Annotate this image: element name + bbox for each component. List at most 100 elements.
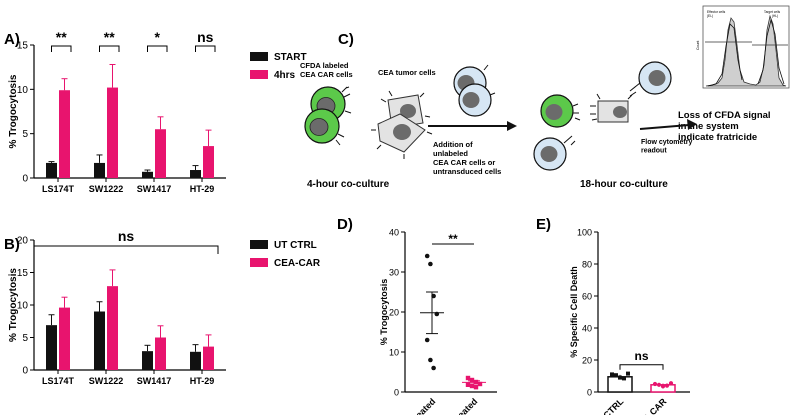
data-point <box>477 381 483 387</box>
data-point <box>622 376 626 381</box>
car-receptors <box>335 86 352 146</box>
data-point <box>424 337 430 343</box>
car-cell-2 <box>304 108 340 144</box>
target-cells-sub: (HL) <box>772 14 778 18</box>
data-point <box>428 261 433 267</box>
panel-label-e: E) <box>536 216 551 233</box>
x-tick-label: SW1417 <box>137 184 172 194</box>
x-tick-label: Treated <box>450 396 480 415</box>
significance-label: ** <box>448 232 458 246</box>
y-axis-label: % Trogocytosis <box>8 74 19 148</box>
y-tick-label: 100 <box>577 228 592 238</box>
data-point <box>473 385 479 390</box>
data-point <box>473 379 479 385</box>
legend-label: START <box>274 52 307 63</box>
y-tick-label: 15 <box>17 268 29 279</box>
x-tick-label: SW1417 <box>137 376 172 386</box>
x-tick-label: Untreated <box>401 396 438 415</box>
arrow-shaft-2 <box>639 124 690 130</box>
bar <box>203 146 214 178</box>
significance-bracket <box>33 245 219 254</box>
coculture-4h-label: 4-hour co-culture <box>307 179 390 190</box>
panel-label-a: A) <box>4 31 20 48</box>
bar <box>107 87 118 178</box>
significance-bracket <box>195 45 216 52</box>
y-tick-label: 10 <box>17 85 29 96</box>
data-point <box>614 373 618 378</box>
bar <box>46 325 57 370</box>
significance-label: ns <box>197 29 214 45</box>
data-point <box>431 365 436 371</box>
bar <box>203 346 214 370</box>
x-tick-label: SW1222 <box>89 184 124 194</box>
x-tick-label: UT CTRL <box>591 396 626 415</box>
y-axis-label: % Specific Cell Death <box>569 266 579 358</box>
effector-cells-label: Effector cells <box>707 10 726 14</box>
significance-label: ** <box>104 29 115 45</box>
legend-swatch <box>250 70 268 79</box>
unlabeled-cell-18h-1 <box>638 61 672 95</box>
significance-bracket <box>147 45 168 52</box>
legend-label: 4hrs <box>274 70 296 81</box>
arrow-head-2 <box>687 119 697 130</box>
y-tick-label: 20 <box>17 236 29 247</box>
y-tick-label: 10 <box>17 301 29 312</box>
data-point <box>434 311 440 317</box>
significance-label: ns <box>118 228 135 244</box>
significance-bracket <box>51 45 72 52</box>
bar <box>142 351 153 370</box>
significance-label: ** <box>56 29 67 45</box>
y-tick-label: 40 <box>389 228 399 238</box>
y-tick-label: 5 <box>22 129 28 140</box>
data-point <box>656 382 662 387</box>
y-tick-label: 80 <box>582 260 592 270</box>
tumor-receptors <box>371 90 433 159</box>
coculture-18h-label: 18-hour co-culture <box>580 179 668 190</box>
bar <box>142 171 153 178</box>
legend-label: CEA-CAR <box>274 258 321 269</box>
effector-cells-sub: (EL) <box>707 14 713 18</box>
data-point <box>469 383 475 389</box>
y-tick-label: 60 <box>582 292 592 302</box>
y-tick-label: 10 <box>389 348 399 358</box>
bar <box>46 162 57 178</box>
data-point <box>465 382 471 387</box>
tumor-cells-label: CEA tumor cells <box>378 68 436 77</box>
y-tick-label: 20 <box>582 356 592 366</box>
tumor-cell-2 <box>377 113 426 153</box>
y-axis-label: % Trogocytosis <box>379 279 389 346</box>
y-tick-label: 5 <box>22 333 28 344</box>
x-tick-label: LS174T <box>42 376 75 386</box>
data-point <box>626 371 630 376</box>
flow-histogram: Effector cells (EL) Target cells (HL) Co… <box>696 5 790 89</box>
legend-label: UT CTRL <box>274 240 317 251</box>
y-tick-label: 0 <box>22 174 28 185</box>
legend-swatch <box>250 240 268 249</box>
unlabeled-receptors <box>483 64 496 96</box>
panel-label-b: B) <box>4 236 20 253</box>
panel-label-c: C) <box>338 31 354 48</box>
data-point <box>664 383 670 388</box>
bar <box>155 337 166 370</box>
data-point <box>469 377 475 383</box>
data-point <box>660 384 666 389</box>
legend-swatch <box>250 52 268 61</box>
significance-label: ns <box>634 349 648 363</box>
significance-label: * <box>155 29 161 45</box>
bar <box>59 90 70 178</box>
receptors-18h <box>563 82 641 146</box>
data-point <box>465 375 471 381</box>
x-tick-label: HT-29 <box>190 184 215 194</box>
arrow-head-1 <box>507 121 517 131</box>
car-cell-18h <box>540 94 574 128</box>
bar <box>94 162 105 178</box>
significance-bracket <box>99 45 120 52</box>
y-tick-label: 0 <box>22 366 28 377</box>
data-point <box>652 381 658 387</box>
y-tick-label: 0 <box>394 388 399 398</box>
